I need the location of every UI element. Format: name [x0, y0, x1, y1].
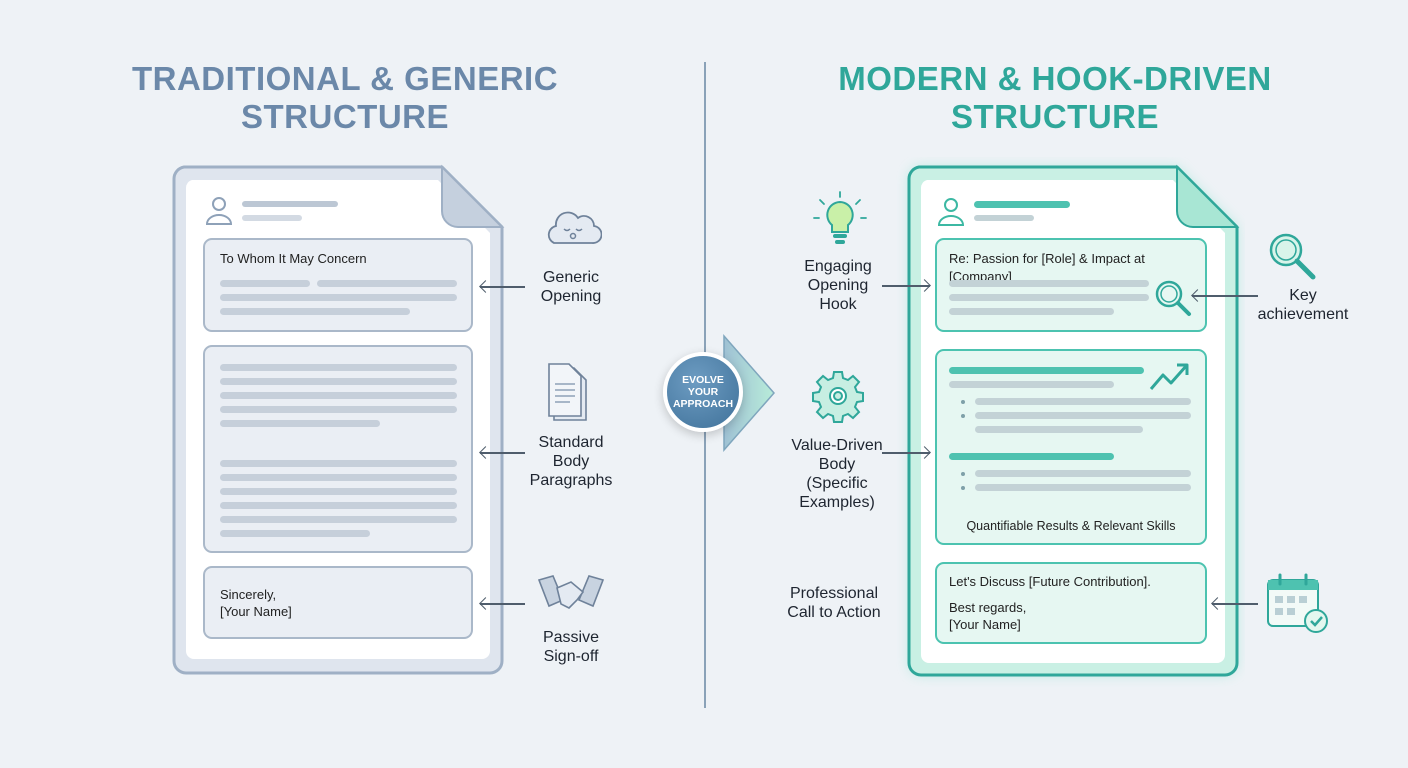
- calendar-check-icon: [1267, 573, 1328, 633]
- salutation-text: To Whom It May Concern: [220, 251, 367, 266]
- arrow-left: [480, 452, 525, 454]
- name-text: [Your Name]: [949, 617, 1021, 632]
- document-pages-icon: [548, 363, 587, 421]
- generic-opening-section: To Whom It May Concern: [203, 238, 473, 332]
- arrow-left: [480, 603, 525, 605]
- signoff-text: Best regards,: [949, 600, 1027, 615]
- gear-icon: [812, 371, 864, 423]
- sleepy-thought-cloud-icon: [547, 211, 602, 244]
- signoff-section: Sincerely, [Your Name]: [203, 566, 473, 639]
- person-icon: [937, 198, 965, 226]
- signoff-text: Sincerely,: [220, 587, 277, 602]
- arrow-left: [1192, 295, 1258, 297]
- lightbulb-icon: [813, 191, 867, 244]
- person-icon: [205, 197, 233, 225]
- arrow-right: [882, 285, 930, 287]
- arrow-left: [480, 286, 525, 288]
- magnifier-icon: [1269, 233, 1316, 280]
- body-caption: Quantifiable Results & Relevant Skills: [966, 519, 1176, 533]
- name-text: [Your Name]: [220, 604, 292, 619]
- trending-up-icon: [1149, 363, 1189, 390]
- magnifier-icon: [1155, 280, 1191, 316]
- arrow-left: [1212, 603, 1258, 605]
- value-driven-body-section: Quantifiable Results & Relevant Skills: [935, 349, 1207, 545]
- engaging-opening-section: Re: Passion for [Role] & Impact at [Comp…: [935, 238, 1207, 332]
- handshake-icon: [537, 575, 605, 609]
- arrow-right: [882, 452, 930, 454]
- standard-body-section: [203, 345, 473, 553]
- call-to-action-section: Let's Discuss [Future Contribution]. Bes…: [935, 562, 1207, 644]
- cta-text: Let's Discuss [Future Contribution].: [949, 574, 1151, 589]
